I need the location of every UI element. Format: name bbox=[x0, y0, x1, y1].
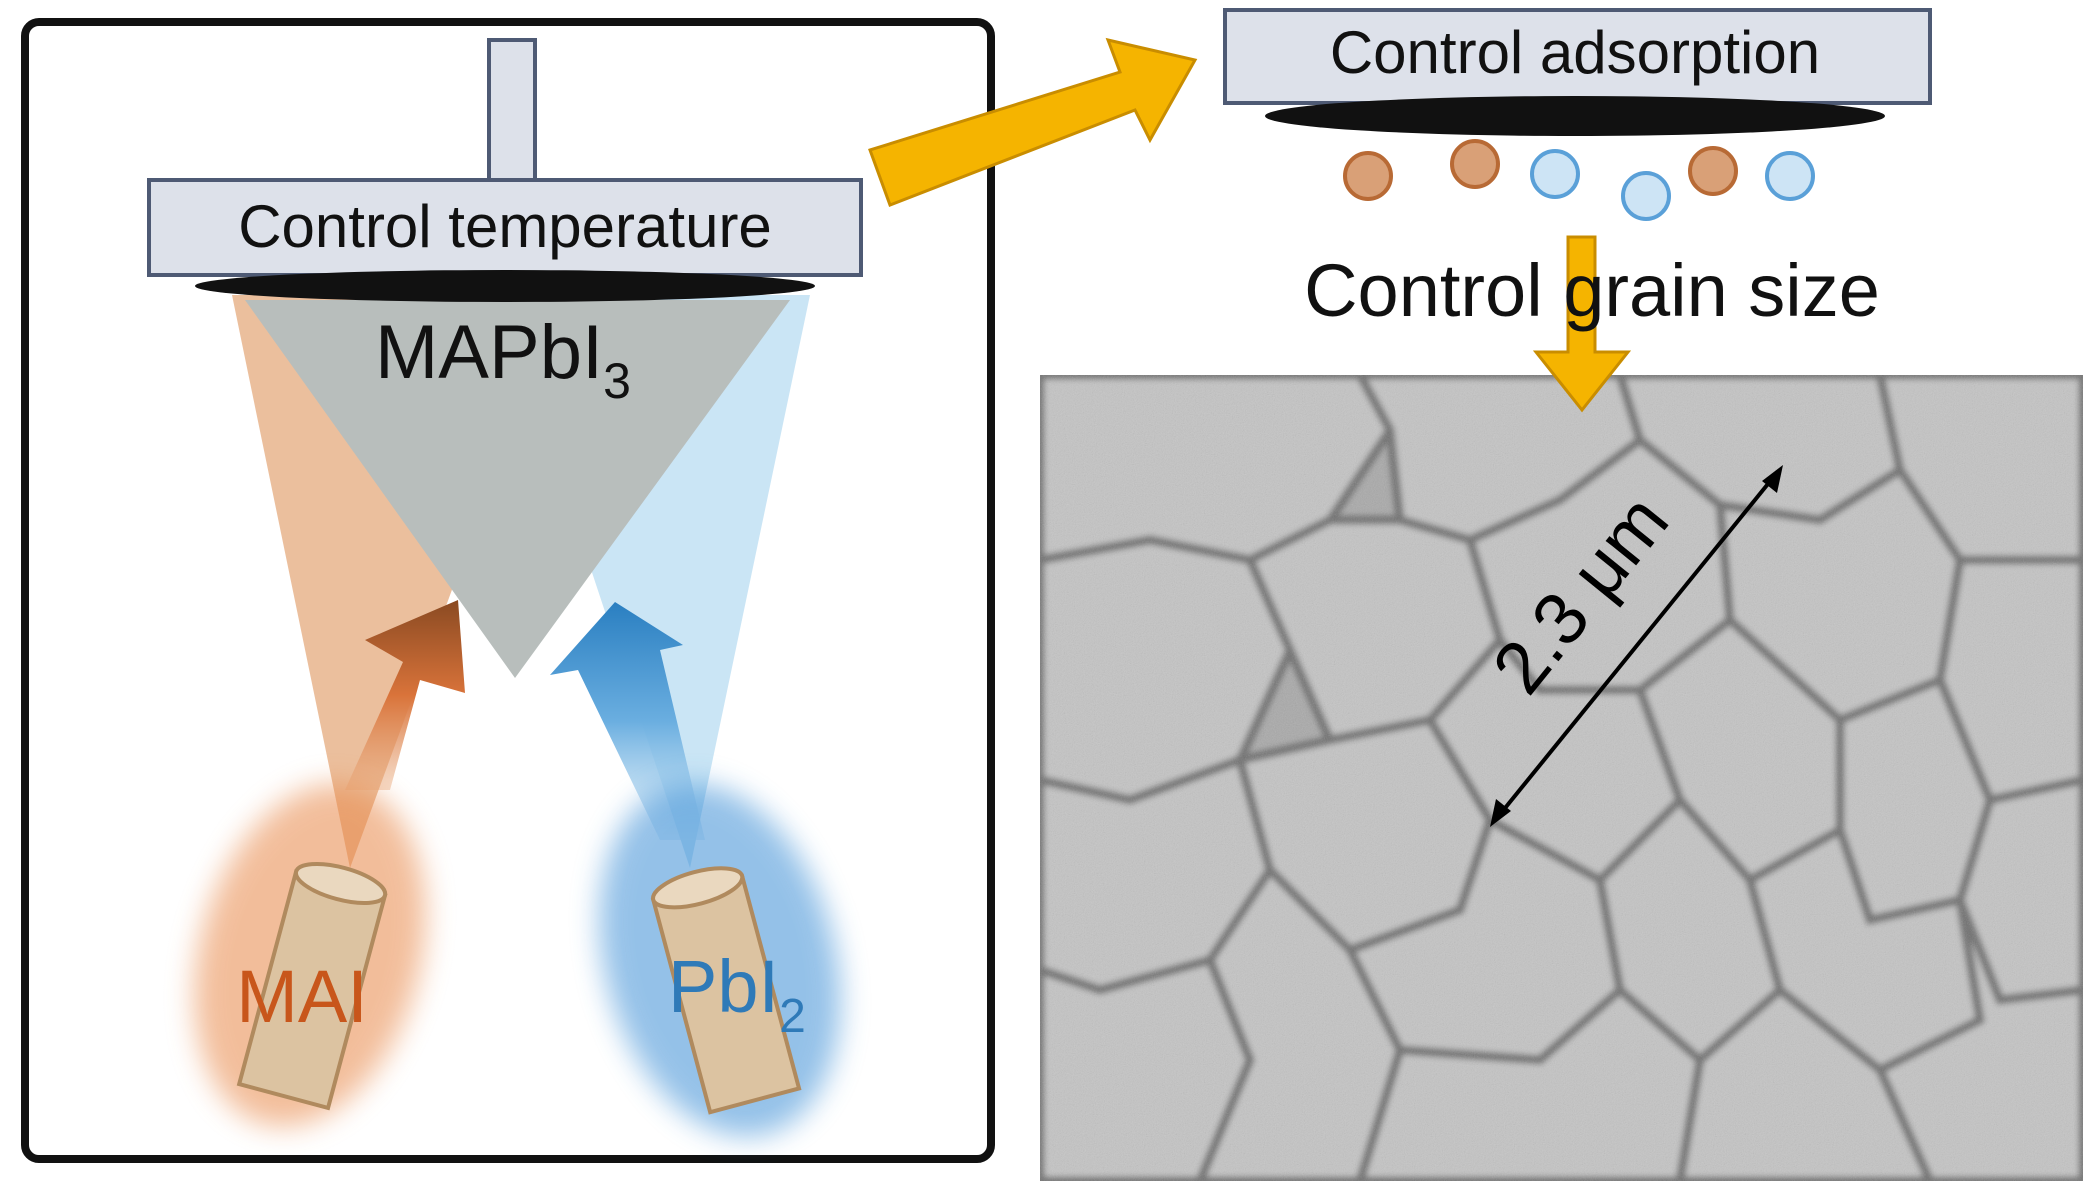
pbi2-label: PbI2 bbox=[668, 945, 806, 1043]
holder-rod bbox=[487, 38, 537, 184]
flow-arrow-right-up-icon bbox=[868, 37, 1198, 207]
adsorbed-particles bbox=[1343, 139, 1815, 221]
flow-arrow-down-icon bbox=[1532, 235, 1632, 413]
control-grain-size-label: Control grain size bbox=[1304, 249, 1880, 332]
mai-source: MAI bbox=[194, 783, 426, 1127]
mai-particle bbox=[1343, 151, 1393, 201]
pbi2-particle bbox=[1621, 171, 1671, 221]
mai-label: MAI bbox=[236, 955, 368, 1038]
sem-micrograph-icon bbox=[1040, 375, 2083, 1181]
mai-particle bbox=[1450, 139, 1500, 189]
mai-particle bbox=[1688, 146, 1738, 196]
control-adsorption-box bbox=[1223, 8, 1932, 105]
pbi2-particle bbox=[1530, 149, 1580, 199]
measure-arrowhead-end bbox=[1762, 465, 1783, 493]
control-adsorption-label: Control adsorption bbox=[1330, 19, 1820, 86]
mai-flux-arrow bbox=[345, 600, 465, 790]
substrate bbox=[195, 270, 815, 302]
pbi2-source: PbI2 bbox=[599, 783, 841, 1137]
product-overlap-cone bbox=[245, 300, 790, 678]
control-temperature-label: Control temperature bbox=[238, 193, 772, 260]
pbi2-particle bbox=[1765, 151, 1815, 201]
product-label: MAPbI3 bbox=[375, 310, 631, 409]
pbi2-flux-arrow bbox=[550, 602, 705, 840]
measure-arrowhead-start bbox=[1490, 799, 1511, 827]
adsorption-substrate bbox=[1265, 96, 1885, 136]
